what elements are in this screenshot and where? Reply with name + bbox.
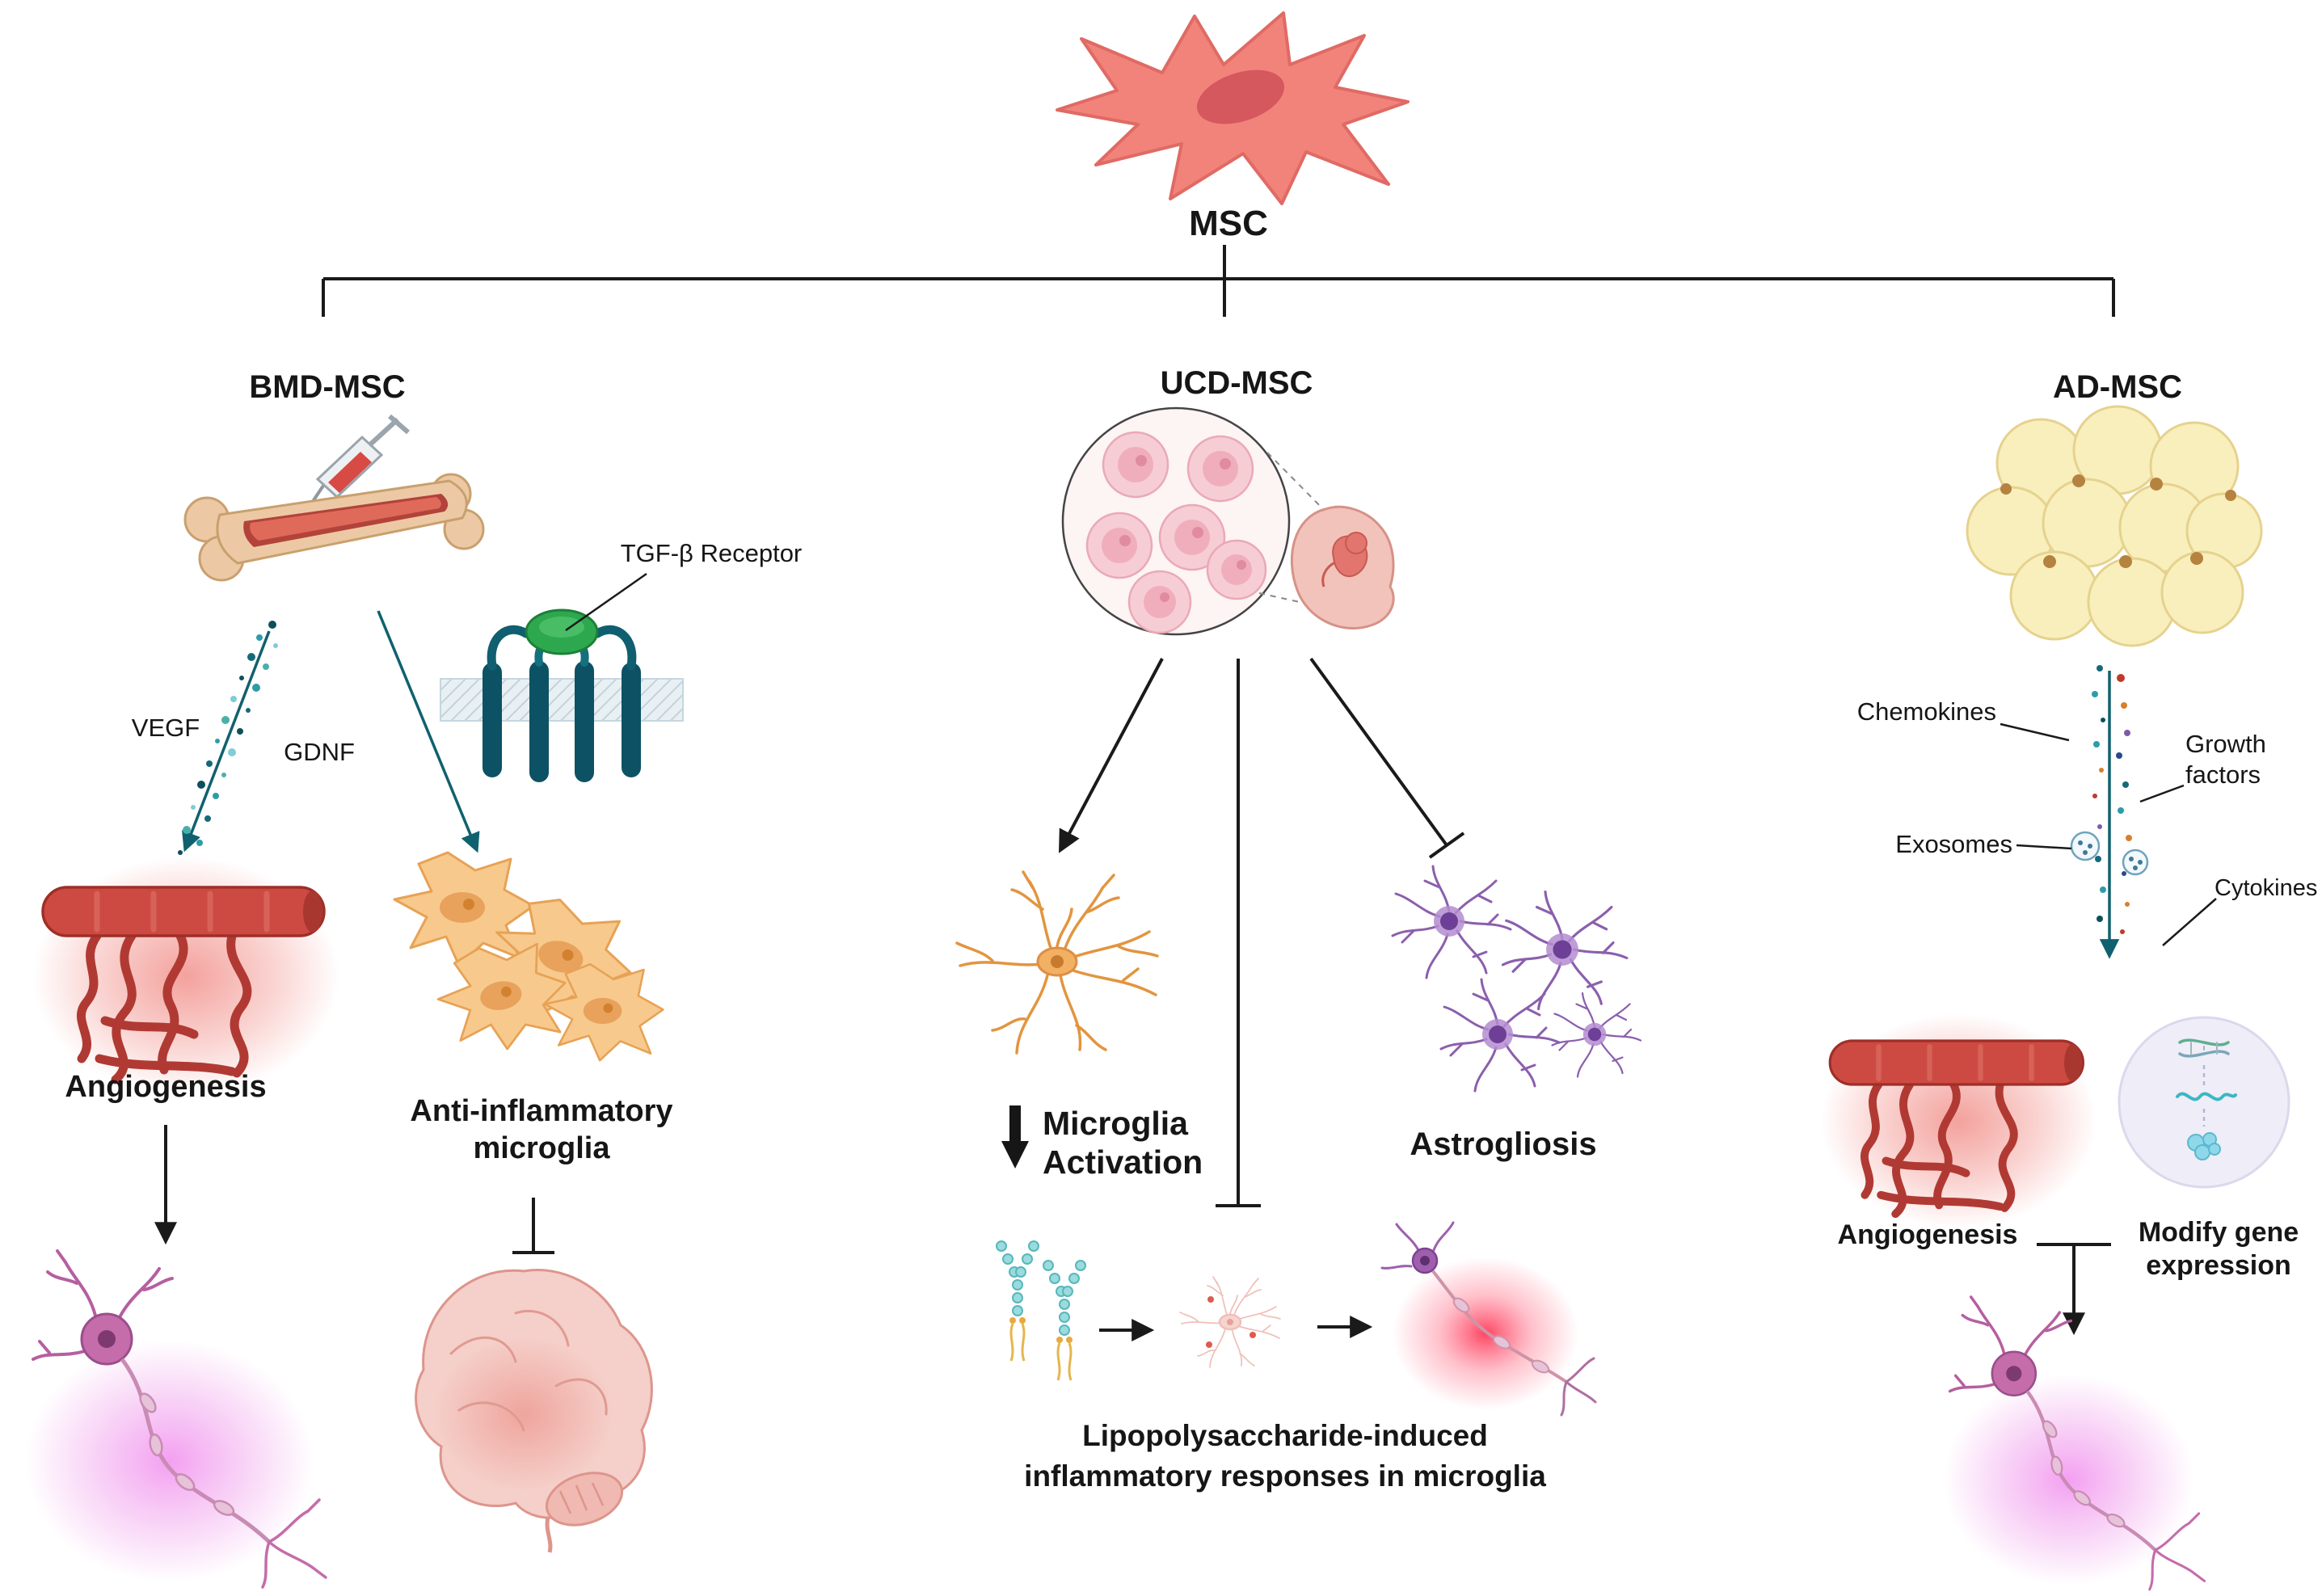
growth-factors-label: Growth factors bbox=[2185, 730, 2266, 789]
ad-msc-label: AD-MSC bbox=[2053, 369, 2182, 405]
tgf-label-pointer bbox=[565, 572, 647, 632]
angiogenesis-left-label: Angiogenesis bbox=[65, 1070, 267, 1104]
cord-cells bbox=[1085, 431, 1267, 634]
gene-expression-illustration bbox=[2118, 1016, 2290, 1189]
receptor-stems bbox=[483, 661, 641, 782]
anti-inflammatory-microglia-label: Anti-inflammatory microglia bbox=[410, 1094, 673, 1166]
adipocyte-nuclei bbox=[2000, 474, 2236, 568]
cerebellum bbox=[545, 1472, 624, 1553]
ucd-msc-label: UCD-MSC bbox=[1160, 365, 1313, 401]
secretome-dots bbox=[2092, 665, 2132, 934]
cytokines-label: Cytokines bbox=[2215, 875, 2318, 901]
neuron-illustration-right bbox=[1944, 1297, 2205, 1590]
lps-molecules-illustration bbox=[995, 1240, 1087, 1382]
ad-secretome-stream bbox=[2070, 665, 2149, 959]
mrna-icon bbox=[2176, 1092, 2237, 1101]
tgf-receptor-illustration bbox=[440, 609, 684, 782]
syringe-icon bbox=[299, 414, 410, 521]
inhibition-microglia-to-brain bbox=[512, 1198, 554, 1254]
down-arrow-icon bbox=[1001, 1105, 1029, 1169]
inflamed-neuron-illustration bbox=[1380, 1221, 1597, 1417]
chemokines-label: Chemokines bbox=[1856, 697, 1996, 726]
astrogliosis-label: Astrogliosis bbox=[1410, 1126, 1597, 1162]
adipocytes-illustration bbox=[1966, 405, 2263, 647]
inhibition-ucd-to-astrogliosis bbox=[1309, 657, 1465, 859]
gdnf-label: GDNF bbox=[284, 738, 355, 766]
cell-membrane bbox=[440, 678, 684, 722]
ad-outcome-connector bbox=[2037, 1243, 2111, 1336]
astrocytes-illustration bbox=[1391, 865, 1642, 1093]
microglia-activation-label: Microglia Activation bbox=[1043, 1105, 1203, 1181]
anti-inflammatory-microglia-illustration bbox=[393, 851, 664, 1062]
factor-dots bbox=[178, 621, 278, 855]
arrow-bone-to-microglia bbox=[377, 610, 480, 853]
lps-caption-label: Lipopolysaccharide-induced inflammatory … bbox=[1024, 1419, 1546, 1493]
bone-icon bbox=[183, 473, 485, 582]
exosomes-label: Exosomes bbox=[1895, 830, 2012, 858]
molecule-label-pointers bbox=[2000, 722, 2217, 946]
brain-illustration bbox=[415, 1269, 653, 1553]
modify-gene-expression-label: Modify gene expression bbox=[2138, 1217, 2299, 1282]
inhibition-ucd-to-lps bbox=[1216, 659, 1261, 1207]
msc-cell-illustration bbox=[1056, 11, 1410, 205]
angiogenesis-vessel-right bbox=[1821, 1013, 2097, 1228]
neuron-illustration-left bbox=[26, 1251, 326, 1587]
msc-root-label: MSC bbox=[1189, 204, 1268, 243]
magnifier-lines bbox=[1258, 452, 1330, 605]
arrow-ucd-to-microglia bbox=[1059, 658, 1164, 853]
microglia-activation-label-group: Microglia Activation bbox=[1001, 1104, 1245, 1182]
womb-icon bbox=[1291, 505, 1395, 630]
ramified-microglia-illustration bbox=[955, 870, 1159, 1055]
faint-microglia-illustration bbox=[1179, 1276, 1281, 1368]
protein-icon bbox=[2187, 1132, 2221, 1160]
umbilical-cord-illustration bbox=[1061, 406, 1395, 636]
dna-icon bbox=[2178, 1038, 2230, 1058]
angiogenesis-right-label: Angiogenesis bbox=[1837, 1219, 2018, 1250]
angiogenesis-vessel-left bbox=[32, 857, 339, 1096]
tgf-receptor-label: TGF-β Receptor bbox=[620, 539, 803, 567]
secreted-factors-stream bbox=[178, 621, 278, 855]
bmd-msc-label: BMD-MSC bbox=[249, 369, 406, 405]
vegf-label: VEGF bbox=[131, 714, 200, 742]
tree-connector bbox=[322, 245, 2115, 317]
exosome-icons bbox=[2070, 831, 2149, 876]
bone-marrow-illustration bbox=[183, 414, 485, 582]
